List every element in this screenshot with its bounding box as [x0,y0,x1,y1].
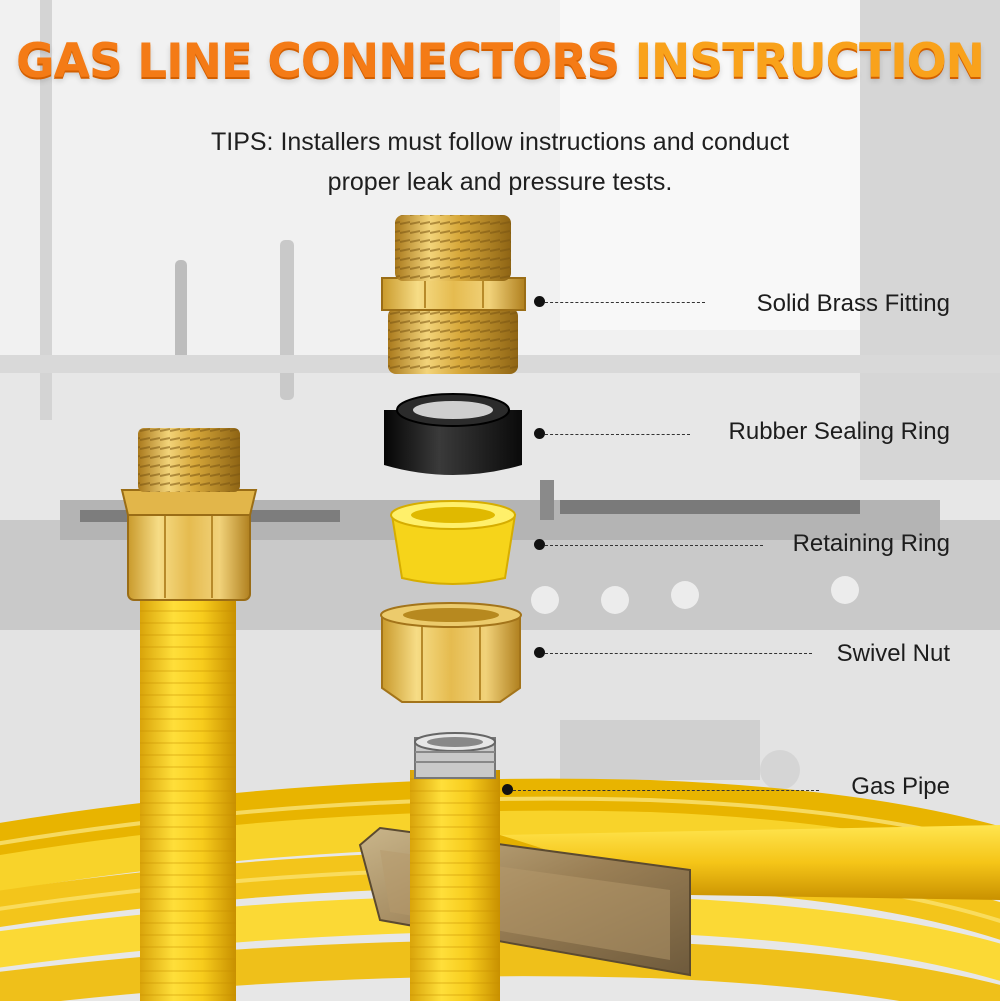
callout-dot [534,428,545,439]
label-gas-pipe: Gas Pipe [851,773,950,800]
callout-leader [545,653,812,654]
callout-leader [545,434,690,435]
tips-line-2: proper leak and pressure tests. [327,168,673,196]
callout-leader [545,302,705,303]
title-part-2: INSTRUCTION [634,34,985,89]
brass-fitting-illustration [381,215,526,374]
tips-text: TIPS: Installers must follow instruction… [140,122,860,202]
label-swivel-nut: Swivel Nut [836,640,950,667]
title-part-1: GAS LINE CONNECTORS [16,34,620,89]
assembled-hose [120,428,258,1001]
callout-dot [534,647,545,658]
callout-dot [502,784,513,795]
callout-leader [545,545,763,546]
retaining-ring-illustration [390,500,517,585]
callout-dot [534,539,545,550]
gas-pipe-illustration [410,732,500,1001]
page-title: GAS LINE CONNECTORS INSTRUCTION [0,34,1000,89]
rubber-sealing-ring-illustration [384,393,522,475]
tips-line-1: TIPS: Installers must follow instruction… [210,128,790,156]
label-retaining-ring: Retaining Ring [792,530,950,557]
callout-dot [534,296,545,307]
label-solid-brass-fitting: Solid Brass Fitting [756,290,950,317]
callout-leader [513,790,819,791]
swivel-nut-illustration [380,602,522,703]
label-rubber-sealing-ring: Rubber Sealing Ring [728,418,950,445]
